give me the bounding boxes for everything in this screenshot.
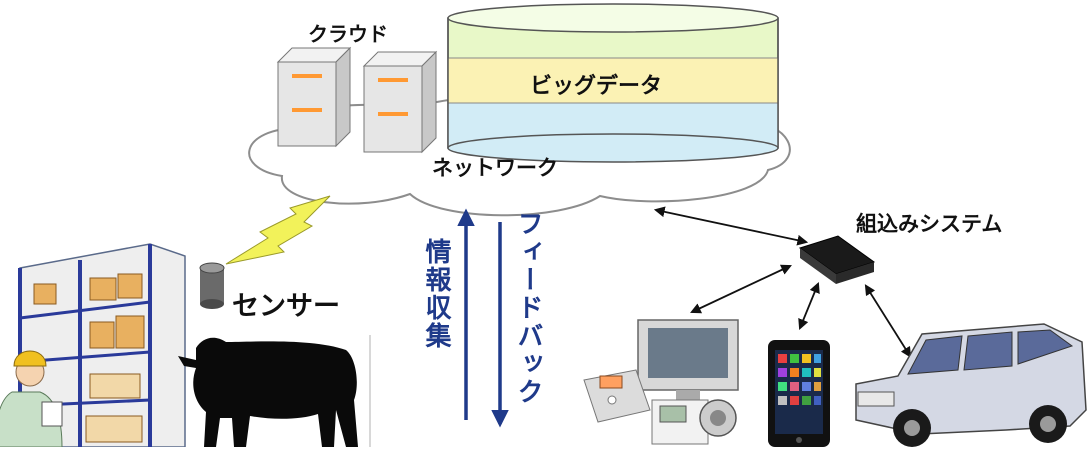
database-icon [447, 3, 779, 163]
arrow-chip-car [864, 284, 912, 358]
worker-icon [0, 350, 63, 448]
lightning-icon [225, 195, 331, 265]
chip-icon [798, 235, 876, 284]
server-icon [276, 46, 352, 148]
cow-icon [178, 337, 358, 447]
sensor-icon [199, 262, 225, 309]
smartphone-icon [768, 340, 830, 447]
car-icon [855, 323, 1087, 447]
tv-icon [637, 319, 739, 400]
info-collection-label: 情報収集 [421, 238, 451, 350]
sensor-label: センサー [232, 291, 340, 322]
server-icon [362, 50, 438, 154]
big-data-label: ビッグデータ [530, 74, 663, 99]
warehouse-icon [18, 243, 186, 448]
arrow-chip-tv [690, 264, 792, 314]
arrow-network-chip [653, 206, 809, 246]
feedback-label: フィードバック [513, 210, 543, 406]
device-icon [651, 399, 737, 445]
embedded-system-label: 組込みシステム [856, 212, 1003, 236]
scale-icon [583, 369, 651, 423]
arrow-chip-phone [798, 282, 820, 330]
cloud-label: クラウド [308, 22, 388, 46]
network-label: ネットワーク [432, 156, 558, 180]
